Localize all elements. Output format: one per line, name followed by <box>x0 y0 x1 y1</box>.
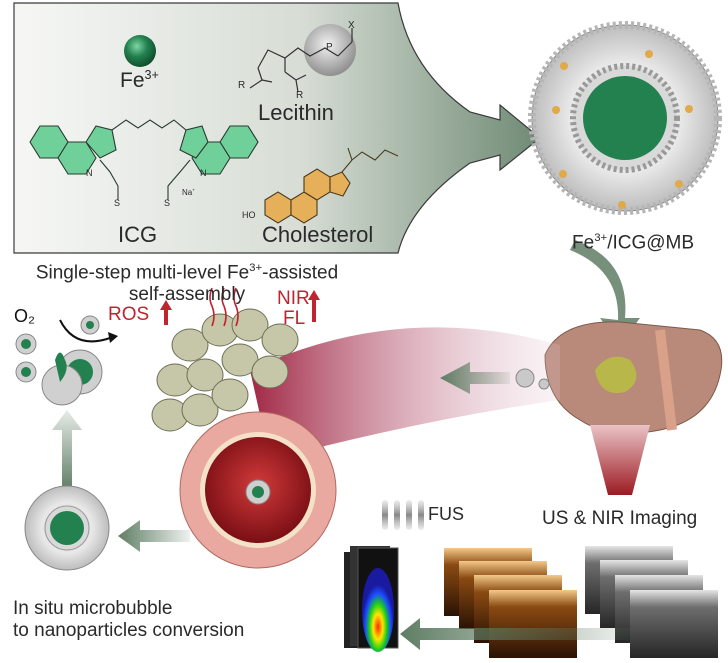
conversion-caption: In situ microbubble to nanoparticles con… <box>13 598 245 641</box>
blood-vessel <box>179 411 337 569</box>
lecithin-r-atom: R <box>238 80 246 91</box>
icg-n-atom: N <box>86 168 93 178</box>
ros-label: ROS <box>108 304 150 325</box>
fe-icg-core <box>583 76 667 160</box>
lecithin-p-atom: P <box>326 42 333 53</box>
us-probe <box>590 425 650 495</box>
o2-conversion-arrow <box>59 319 111 343</box>
circulating-bubbles <box>515 368 550 390</box>
lecithin-r-atom-2: R <box>296 90 304 101</box>
injection-arrow <box>570 240 640 345</box>
icg-s-atom-2: S <box>164 198 171 208</box>
icg-na-counterion: Na+ <box>182 188 196 197</box>
o2-arrowhead-icon <box>108 332 118 343</box>
cholesterol-label: Cholesterol <box>262 222 374 247</box>
icg-label: ICG <box>118 222 158 247</box>
o2-label: O₂ <box>14 306 35 326</box>
cholesterol-ho-group: HO <box>242 210 256 220</box>
microbubble-illustration <box>528 21 722 215</box>
fe-label: Fe3+ <box>120 68 159 92</box>
liver-illustration <box>544 321 723 495</box>
icg-n-atom-2: N <box>200 168 207 178</box>
microbubble-small <box>24 485 110 571</box>
tumor-tissue <box>151 308 299 432</box>
lecithin-x-atom: X <box>348 20 355 31</box>
phosphate-head-icon <box>304 24 356 76</box>
ultrasound-image-stack <box>585 546 718 658</box>
imaging-label: US & NIR Imaging <box>542 508 698 529</box>
microbubble-label: Fe3+/ICG@MB <box>572 232 695 254</box>
fus-waves <box>382 500 424 530</box>
icg-structure <box>29 119 259 200</box>
increase-arrows <box>160 290 320 325</box>
delivery-arrow <box>440 362 510 394</box>
assembly-caption: Single-step multi-level Fe3+-assisted se… <box>35 262 339 306</box>
nanoparticle-release <box>15 315 103 406</box>
cholesterol-structure <box>264 147 399 224</box>
fus-label: FUS <box>428 504 464 524</box>
icg-s-atom: S <box>114 198 121 208</box>
imaging-flow-arrow <box>400 618 630 650</box>
nir-emission-waves <box>209 287 239 327</box>
tumor-region <box>595 356 637 394</box>
fus-conversion-arrow <box>118 520 190 552</box>
lecithin-structure <box>249 24 356 93</box>
nir-label: NIR <box>277 288 310 309</box>
nir-image-stack <box>344 546 399 652</box>
fe-ion-icon <box>124 35 156 67</box>
lecithin-label: Lecithin <box>258 100 334 125</box>
fl-label: FL <box>283 308 306 329</box>
targeting-beam <box>250 327 560 460</box>
conversion-arrow <box>52 410 82 490</box>
photoacoustic-image-stack <box>444 548 577 658</box>
